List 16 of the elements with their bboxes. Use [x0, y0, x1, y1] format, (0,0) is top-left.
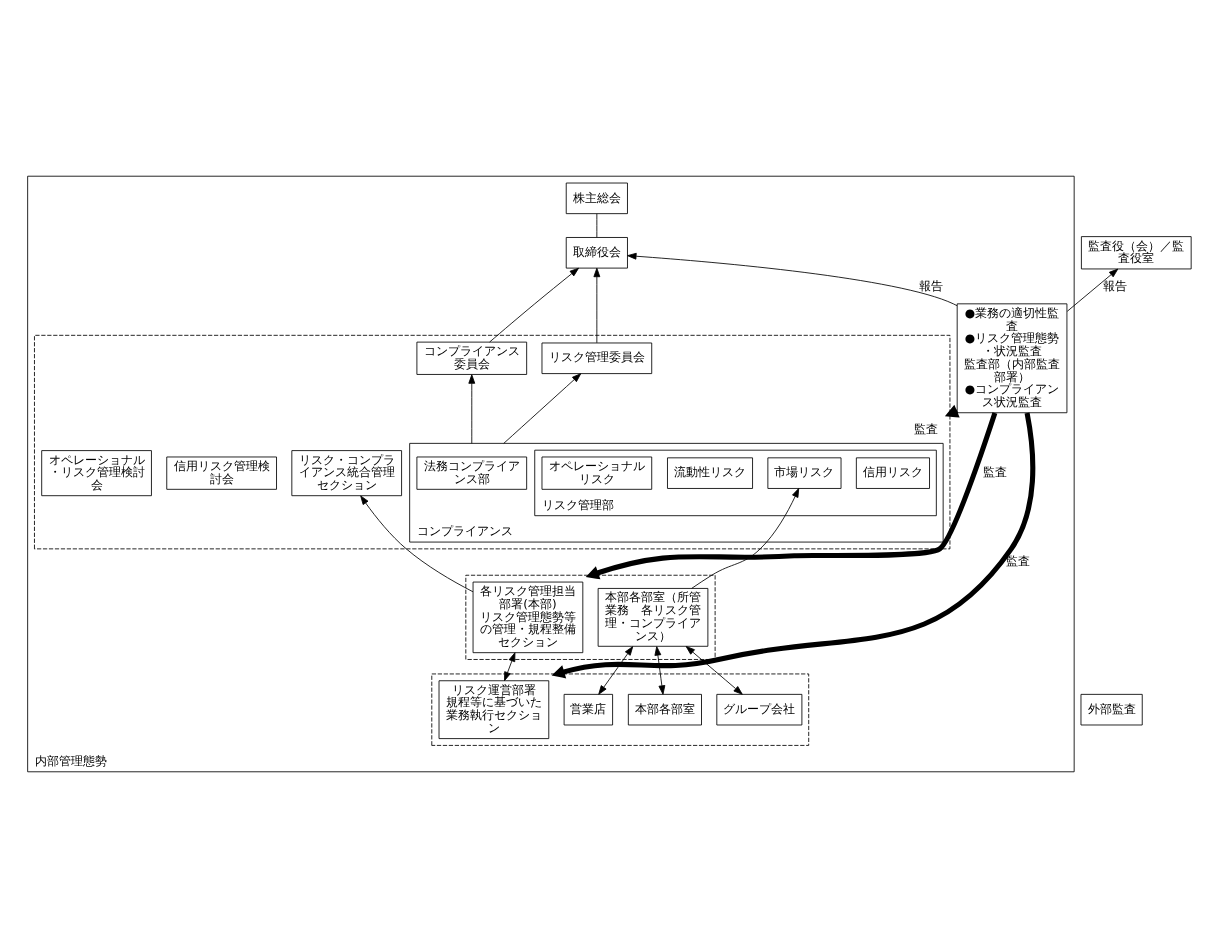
arrow	[1066, 267, 1119, 311]
arrow	[627, 251, 958, 306]
arrow	[654, 645, 666, 694]
arrow	[468, 373, 476, 443]
arrow	[489, 266, 579, 342]
arrow	[551, 411, 1036, 678]
arrow	[685, 645, 743, 694]
arrow	[691, 487, 800, 588]
arrow	[504, 651, 516, 681]
connector	[596, 212, 598, 237]
arrow	[593, 266, 601, 343]
cluster	[34, 333, 951, 549]
arrow	[585, 411, 998, 579]
arrow	[503, 372, 582, 443]
arrow	[360, 494, 474, 592]
arrow	[598, 645, 634, 694]
